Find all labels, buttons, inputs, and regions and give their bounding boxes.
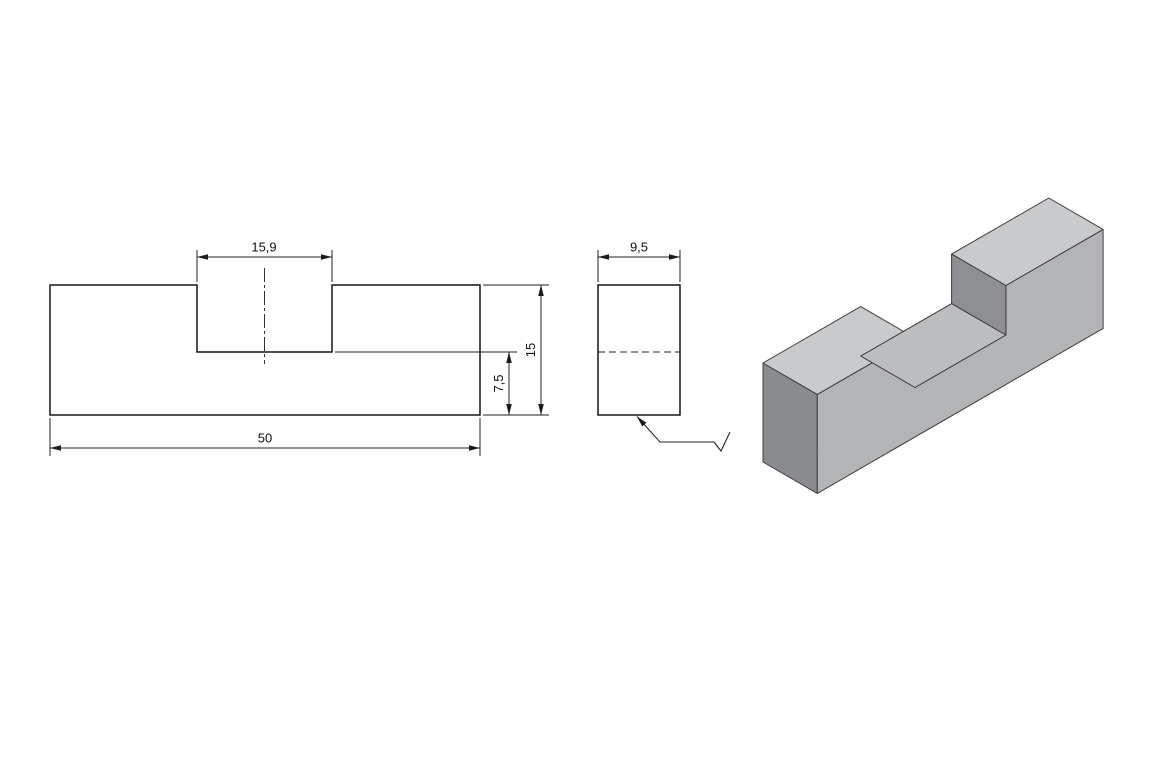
dimension-total-length: 50 bbox=[49, 418, 481, 456]
dimension-text-lower-height: 7,5 bbox=[491, 374, 506, 392]
side-view-outline bbox=[597, 284, 681, 416]
dimension-height: 15 bbox=[483, 284, 549, 416]
surface-finish-icon bbox=[713, 431, 731, 453]
front-view-outline bbox=[49, 284, 481, 416]
dimension-notch-width: 15,9 bbox=[196, 240, 333, 282]
dimension-text-depth: 9,5 bbox=[630, 240, 648, 255]
front-view: 15,9 50 15 7,5 bbox=[49, 240, 549, 456]
iso-notch-wall-face bbox=[951, 253, 1007, 336]
dimension-text-notch-width: 15,9 bbox=[251, 240, 276, 255]
isometric-view bbox=[762, 197, 1104, 494]
dimension-depth: 9,5 bbox=[597, 240, 681, 282]
leader-line bbox=[636, 416, 714, 443]
side-view: 9,5 bbox=[597, 240, 731, 453]
dimension-text-total-length: 50 bbox=[258, 431, 272, 446]
dimension-text-height: 15 bbox=[523, 343, 538, 357]
surface-finish-callout bbox=[636, 416, 731, 453]
dimension-lower-height: 7,5 bbox=[335, 351, 517, 415]
